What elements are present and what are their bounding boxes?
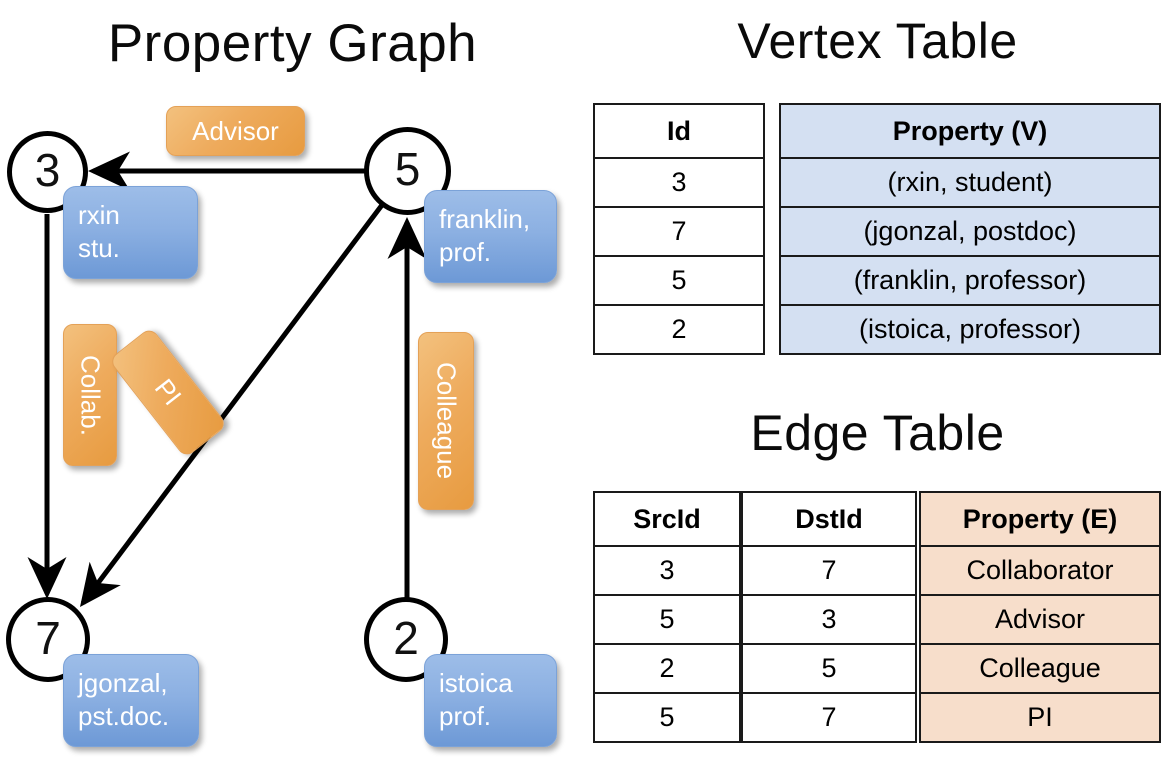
edge-srcid-cell: 5 bbox=[593, 692, 741, 743]
edge-table-property-column: Property (E) Collaborator Advisor Collea… bbox=[919, 491, 1161, 743]
edge-property-cell: Colleague bbox=[919, 643, 1161, 694]
table-row[interactable]: 5 bbox=[593, 255, 765, 306]
node-property-box-3-role: stu. bbox=[78, 233, 120, 263]
table-header-row: Property (E) bbox=[919, 491, 1161, 547]
node-property-box-3[interactable]: rxin stu. bbox=[63, 186, 198, 279]
table-row[interactable]: 5 bbox=[741, 643, 917, 694]
table-row[interactable]: 2 bbox=[593, 304, 765, 355]
vertex-table-header-property: Property (V) bbox=[779, 103, 1161, 159]
edge-property-cell: PI bbox=[919, 692, 1161, 743]
table-header-row: Property (V) bbox=[779, 103, 1161, 159]
table-row[interactable]: 5 bbox=[593, 692, 741, 743]
page-title-edge-table: Edge Table bbox=[750, 405, 1005, 461]
vertex-id-cell: 3 bbox=[593, 157, 765, 208]
graph-node-2[interactable]: 2 bbox=[364, 597, 448, 682]
edge-property-cell: Collaborator bbox=[919, 545, 1161, 596]
graph-node-2-label: 2 bbox=[393, 611, 419, 664]
property-graph-diagram: Advisor Collab. PI Colleague 3 5 7 2 rxi… bbox=[6, 106, 557, 747]
vertex-id-cell: 7 bbox=[593, 206, 765, 257]
edge-label-colleague[interactable]: Colleague bbox=[418, 332, 474, 510]
graph-node-5[interactable]: 5 bbox=[364, 127, 451, 215]
table-row[interactable]: (istoica, professor) bbox=[779, 304, 1161, 355]
edge-label-collab[interactable]: Collab. bbox=[63, 324, 117, 466]
edge-dstid-cell: 5 bbox=[741, 643, 917, 694]
vertex-table-property-column: Property (V) (rxin, student) (jgonzal, p… bbox=[779, 103, 1161, 355]
vertex-property-cell: (jgonzal, postdoc) bbox=[779, 206, 1161, 257]
table-row[interactable]: 2 bbox=[593, 643, 741, 694]
node-property-box-2[interactable]: istoica prof. bbox=[424, 654, 557, 747]
graph-node-7-label: 7 bbox=[35, 611, 61, 664]
edge-srcid-cell: 5 bbox=[593, 594, 741, 645]
edge-label-pi-text: PI bbox=[149, 373, 188, 412]
table-row[interactable]: (rxin, student) bbox=[779, 157, 1161, 208]
graph-node-5-label: 5 bbox=[394, 143, 421, 195]
edge-5-to-7 bbox=[79, 203, 384, 607]
table-row[interactable]: 7 bbox=[593, 206, 765, 257]
node-property-box-7[interactable]: jgonzal, pst.doc. bbox=[63, 654, 199, 747]
node-property-box-5-name: franklin, bbox=[439, 204, 531, 234]
page-title-vertex-table: Vertex Table bbox=[737, 13, 1018, 69]
graph-node-3-label: 3 bbox=[34, 144, 61, 196]
edge-dstid-cell: 7 bbox=[741, 545, 917, 596]
edge-srcid-cell: 2 bbox=[593, 643, 741, 694]
edge-table-header-property: Property (E) bbox=[919, 491, 1161, 547]
node-property-box-2-name: istoica bbox=[439, 668, 513, 698]
edge-table-header-dstid: DstId bbox=[741, 491, 917, 547]
edge-dstid-cell: 7 bbox=[741, 692, 917, 743]
vertex-table-header-id: Id bbox=[593, 103, 765, 159]
table-header-row: DstId bbox=[741, 491, 917, 547]
node-property-box-3-name: rxin bbox=[78, 200, 120, 230]
vertex-id-cell: 5 bbox=[593, 255, 765, 306]
node-property-box-7-role: pst.doc. bbox=[78, 701, 170, 731]
edge-label-collab-text: Collab. bbox=[75, 354, 106, 436]
vertex-id-cell: 2 bbox=[593, 304, 765, 355]
vertex-table-id-column: Id 3 7 5 2 bbox=[593, 103, 765, 355]
table-row[interactable]: Colleague bbox=[919, 643, 1161, 694]
edge-srcid-cell: 3 bbox=[593, 545, 741, 596]
table-row[interactable]: 3 bbox=[741, 594, 917, 645]
table-row[interactable]: 3 bbox=[593, 157, 765, 208]
table-row[interactable]: (jgonzal, postdoc) bbox=[779, 206, 1161, 257]
edge-dstid-cell: 3 bbox=[741, 594, 917, 645]
edge-property-cell: Advisor bbox=[919, 594, 1161, 645]
page-title-property-graph: Property Graph bbox=[107, 14, 478, 73]
vertex-property-cell: (rxin, student) bbox=[779, 157, 1161, 208]
edge-table-dstid-column: DstId 7 3 5 7 bbox=[741, 491, 917, 743]
table-row[interactable]: Collaborator bbox=[919, 545, 1161, 596]
vertex-property-cell: (franklin, professor) bbox=[779, 255, 1161, 306]
table-row[interactable]: 7 bbox=[741, 692, 917, 743]
node-property-box-7-name: jgonzal, bbox=[78, 668, 168, 698]
table-header-row: SrcId bbox=[593, 491, 741, 547]
node-property-box-2-role: prof. bbox=[439, 701, 492, 731]
table-header-row: Id bbox=[593, 103, 765, 159]
edge-table-header-srcid: SrcId bbox=[593, 491, 741, 547]
table-row[interactable]: PI bbox=[919, 692, 1161, 743]
vertex-property-cell: (istoica, professor) bbox=[779, 304, 1161, 355]
edge-label-advisor[interactable]: Advisor bbox=[166, 106, 305, 156]
table-row[interactable]: 5 bbox=[593, 594, 741, 645]
graph-edge-lines bbox=[27, 151, 427, 607]
node-property-box-5-role: prof. bbox=[439, 237, 492, 267]
table-row[interactable]: Advisor bbox=[919, 594, 1161, 645]
node-property-box-5[interactable]: franklin, prof. bbox=[424, 190, 557, 283]
edge-label-advisor-text: Advisor bbox=[192, 115, 279, 146]
table-row[interactable]: (franklin, professor) bbox=[779, 255, 1161, 306]
table-row[interactable]: 3 bbox=[593, 545, 741, 596]
edge-label-colleague-text: Colleague bbox=[431, 362, 462, 480]
edge-table-srcid-column: SrcId 3 5 2 5 bbox=[593, 491, 741, 743]
table-row[interactable]: 7 bbox=[741, 545, 917, 596]
